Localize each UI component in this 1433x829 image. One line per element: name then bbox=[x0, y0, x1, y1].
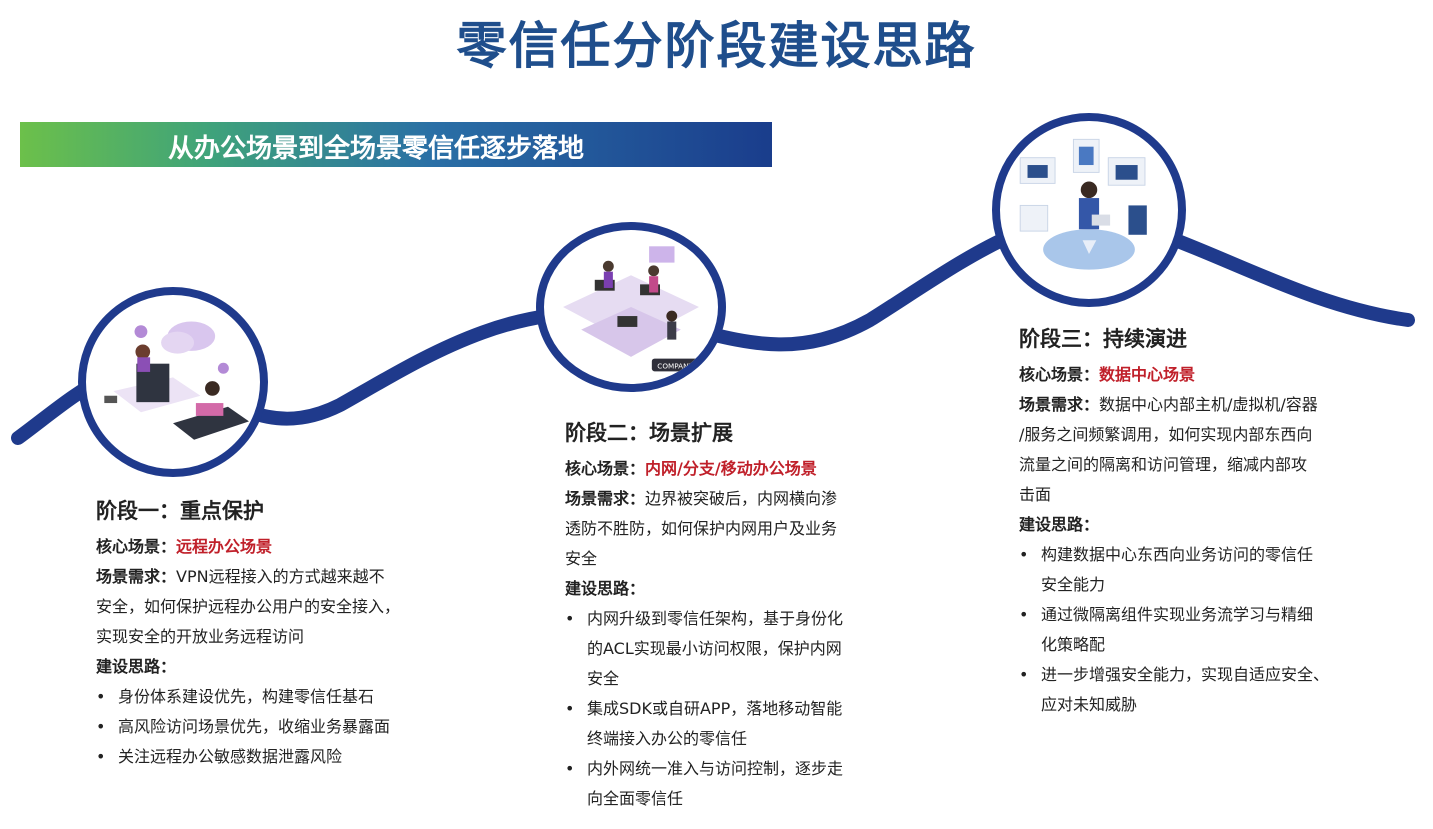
list-item: 内网升级到零信任架构，基于身份化 的ACL实现最小访问权限，保护内网 安全 bbox=[565, 604, 875, 694]
stage-1-heading: 阶段一：重点保护 bbox=[96, 499, 264, 523]
build-approach-list: 身份体系建设优先，构建零信任基石 高风险访问场景优先，收缩业务暴露面 关注远程办… bbox=[96, 682, 426, 772]
company-office-illustration: COMPANY bbox=[536, 222, 726, 392]
list-item-line: 安全能力 bbox=[1041, 575, 1106, 594]
core-scene-value: 内网/分支/移动办公场景 bbox=[645, 459, 817, 478]
list-item: 高风险访问场景优先，收缩业务暴露面 bbox=[96, 712, 426, 742]
scene-need-label: 场景需求： bbox=[1019, 395, 1100, 414]
scene-need-text: 安全，如何保护远程办公用户的安全接入， bbox=[96, 597, 401, 616]
stage-2-core-row: 核心场景：内网/分支/移动办公场景 bbox=[565, 454, 875, 484]
scene-need-label: 场景需求： bbox=[565, 489, 646, 508]
list-item-line: 向全面零信任 bbox=[587, 789, 684, 808]
scene-need-text: 边界被突破后，内网横向渗 bbox=[645, 489, 838, 508]
data-center-illustration bbox=[992, 113, 1186, 307]
core-scene-value: 远程办公场景 bbox=[176, 537, 273, 556]
core-scene-label: 核心场景： bbox=[565, 459, 646, 478]
list-item: 身份体系建设优先，构建零信任基石 bbox=[96, 682, 426, 712]
scene-need-text: VPN远程接入的方式越来越不 bbox=[176, 567, 385, 586]
list-item-line: 安全 bbox=[587, 669, 620, 688]
scene-need-text: 透防不胜防，如何保护内网用户及业务 bbox=[565, 519, 838, 538]
list-item-line: 应对未知威胁 bbox=[1041, 695, 1138, 714]
company-badge: COMPANY bbox=[657, 362, 693, 371]
stage-3-heading: 阶段三：持续演进 bbox=[1019, 327, 1187, 351]
list-item-line: 构建数据中心东西向业务访问的零信任 bbox=[1041, 545, 1314, 564]
stage-2: 阶段二：场景扩展 核心场景：内网/分支/移动办公场景 场景需求：边界被突破后，内… bbox=[565, 418, 875, 814]
core-scene-value: 数据中心场景 bbox=[1099, 365, 1196, 384]
build-approach-label: 建设思路： bbox=[1019, 515, 1100, 534]
list-item-line: 通过微隔离组件实现业务流学习与精细 bbox=[1041, 605, 1314, 624]
page-title: 零信任分阶段建设思路 bbox=[456, 17, 977, 75]
build-approach-list: 内网升级到零信任架构，基于身份化 的ACL实现最小访问权限，保护内网 安全 集成… bbox=[565, 604, 875, 814]
list-item-line: 化策略配 bbox=[1041, 635, 1106, 654]
scene-need-text: 数据中心内部主机/虚拟机/容器 bbox=[1099, 395, 1318, 414]
scene-need-text: 实现安全的开放业务远程访问 bbox=[96, 627, 305, 646]
stage-3-core-row: 核心场景：数据中心场景 bbox=[1019, 360, 1359, 390]
list-item: 集成SDK或自研APP，落地移动智能 终端接入办公的零信任 bbox=[565, 694, 875, 754]
list-item: 构建数据中心东西向业务访问的零信任 安全能力 bbox=[1019, 540, 1359, 600]
scene-need-text: 击面 bbox=[1019, 485, 1052, 504]
list-item-line: 进一步增强安全能力，实现自适应安全、 bbox=[1041, 665, 1330, 684]
stage-2-need-row: 场景需求：边界被突破后，内网横向渗 bbox=[565, 484, 875, 514]
scene-need-text: /服务之间频繁调用，如何实现内部东西向 bbox=[1019, 425, 1313, 444]
build-approach-list: 构建数据中心东西向业务访问的零信任 安全能力 通过微隔离组件实现业务流学习与精细… bbox=[1019, 540, 1359, 720]
stage-1: 阶段一：重点保护 核心场景：远程办公场景 场景需求：VPN远程接入的方式越来越不… bbox=[96, 496, 426, 772]
list-item-line: 内外网统一准入与访问控制，逐步走 bbox=[587, 759, 844, 778]
list-item: 进一步增强安全能力，实现自适应安全、 应对未知威胁 bbox=[1019, 660, 1359, 720]
scene-need-text: 流量之间的隔离和访问管理，缩减内部攻 bbox=[1019, 455, 1308, 474]
list-item-line: 集成SDK或自研APP，落地移动智能 bbox=[587, 699, 843, 718]
stage-3: 阶段三：持续演进 核心场景：数据中心场景 场景需求：数据中心内部主机/虚拟机/容… bbox=[1019, 324, 1359, 720]
build-approach-label: 建设思路： bbox=[96, 657, 177, 676]
list-item: 关注远程办公敏感数据泄露风险 bbox=[96, 742, 426, 772]
list-item: 通过微隔离组件实现业务流学习与精细 化策略配 bbox=[1019, 600, 1359, 660]
core-scene-label: 核心场景： bbox=[96, 537, 177, 556]
remote-office-illustration bbox=[78, 287, 268, 477]
list-item-line: 内网升级到零信任架构，基于身份化 bbox=[587, 609, 844, 628]
list-item: 内外网统一准入与访问控制，逐步走 向全面零信任 bbox=[565, 754, 875, 814]
banner-text: 从办公场景到全场景零信任逐步落地 bbox=[168, 134, 585, 164]
list-item-line: 终端接入办公的零信任 bbox=[587, 729, 748, 748]
core-scene-label: 核心场景： bbox=[1019, 365, 1100, 384]
stage-1-core-row: 核心场景：远程办公场景 bbox=[96, 532, 426, 562]
stage-3-need-row: 场景需求：数据中心内部主机/虚拟机/容器 bbox=[1019, 390, 1359, 420]
scene-need-label: 场景需求： bbox=[96, 567, 177, 586]
build-approach-label: 建设思路： bbox=[565, 579, 646, 598]
banner: 从办公场景到全场景零信任逐步落地 bbox=[20, 122, 772, 167]
stage-1-need-row: 场景需求：VPN远程接入的方式越来越不 bbox=[96, 562, 426, 592]
list-item-line: 的ACL实现最小访问权限，保护内网 bbox=[587, 639, 842, 658]
stage-2-heading: 阶段二：场景扩展 bbox=[565, 421, 733, 445]
scene-need-text: 安全 bbox=[565, 549, 598, 568]
